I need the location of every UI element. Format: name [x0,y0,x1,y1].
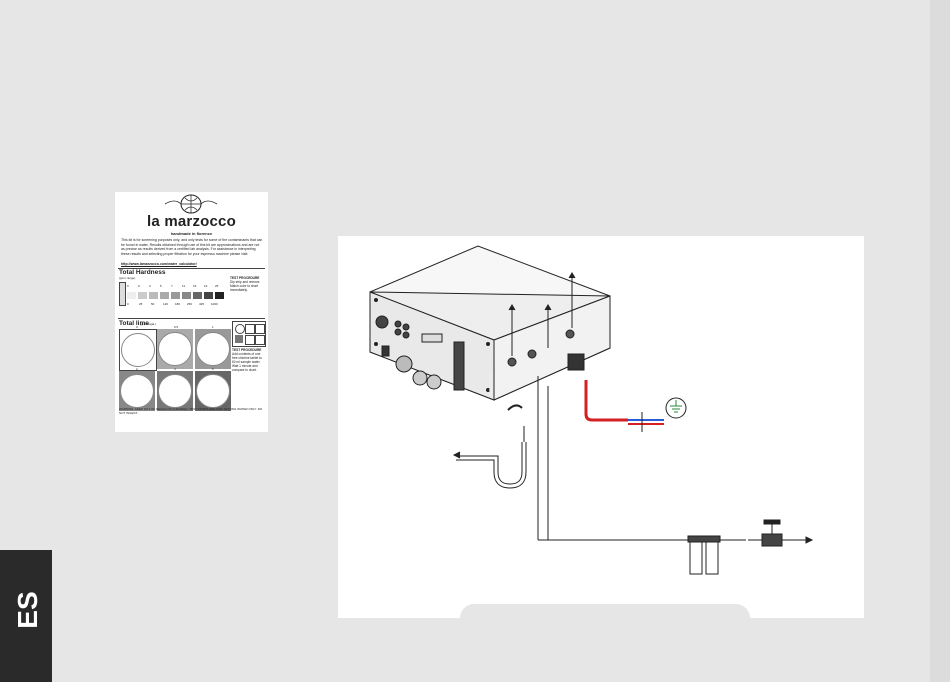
lime-value: 1 [212,325,214,329]
hardness-gpg-value: 0 [138,284,140,288]
hardness-swatch [215,292,224,299]
hardness-ppm-value: 0 [127,302,129,306]
machine-label: marzocco [488,356,496,396]
lime-value: 2 [136,367,138,371]
lime-circle [196,332,230,366]
brand-name: la marzocco [147,213,236,230]
hardness-swatch [160,292,169,299]
lime-swatch [157,371,193,411]
hardness-gpg-value: 25 [215,284,219,288]
lime-swatch [119,329,157,371]
lime-circle [158,374,192,408]
lime-value: 0 [136,325,138,329]
hardness-gpg-value: 3 [149,284,151,288]
hardness-swatch [193,292,202,299]
hardness-swatch [204,292,213,299]
lime-procedure-title: TEST PROCEDURE [232,348,262,352]
installation-diagram-panel: marzocco [338,236,864,618]
hardness-procedure-title: TEST PROCEDURE [230,276,260,280]
hardness-ppm-value: 50 [151,302,155,306]
hardness-swatch [138,292,147,299]
hardness-gpg-value: 7 [171,284,173,288]
lime-swatch [157,329,193,369]
hardness-swatch [171,292,180,299]
hardness-gpg-value: 15 [193,284,197,288]
brand-tagline: handmade in florence [170,231,213,236]
lime-circle [158,332,192,366]
hardness-gpg-value: 5 [160,284,162,288]
lion-logo-icon [164,194,218,214]
hardness-procedure: TEST PROCEDURE Dip strip and remove. Mat… [230,276,266,292]
machine-side-panel [493,295,611,401]
shutoff-valve-icon [761,533,783,547]
water-inlet-connector-icon [507,357,517,367]
lime-title: Total lime [119,320,149,327]
power-switch-icon [381,345,390,357]
lime-subtitle: (grams/gal.) [140,322,157,326]
divider [118,318,265,319]
caption-pill [460,604,750,632]
water-test-card: la marzocco handmade in florence This ki… [115,192,268,432]
water-filter-icon [689,539,703,575]
hardness-subtitle: (ppm range) [119,276,136,280]
hardness-procedure-text: Dip strip and remove. Match color to cha… [230,280,261,292]
lime-swatch [119,371,155,411]
hardness-swatch [127,292,136,299]
power-socket-icon [567,353,585,371]
lime-procedure-text: Add contents of one free chlorine tablet… [232,352,262,372]
tablet-diagram [232,321,266,347]
lime-value: 4 [174,367,176,371]
language-tab[interactable]: ES [0,550,52,682]
right-margin-strip [930,0,950,682]
lime-procedure: TEST PROCEDURE Add contents of one free … [232,348,266,372]
hardness-ppm-value: 25 [139,302,143,306]
lime-circle [120,374,154,408]
lime-value: 6 [212,367,214,371]
hardness-gpg-value: 0 [127,284,129,288]
lime-swatch [195,329,231,369]
language-tab-label: ES [12,591,43,629]
hardness-title: Total Hardness [119,269,166,276]
card-intro: This kit is for screening purposes only,… [121,238,263,256]
main-switch-icon [375,315,389,329]
lime-circle [121,333,155,367]
hardness-swatch [149,292,158,299]
installation-diagram [369,245,814,575]
card-warning: WARNING: KEEP OUT OF REACH OF CHILDREN. … [119,407,263,415]
hardness-ppm-value: 180 [175,302,181,306]
hardness-ppm-value: 250 [187,302,193,306]
hardness-gpg-value: 19 [204,284,208,288]
pressure-gauge-icon [395,355,413,373]
strip-icon [119,282,126,306]
card-url[interactable]: http://www.lamarzocco.com/water_calculat… [121,262,197,266]
lime-value: 0.5 [174,325,179,329]
machine-label-text: marzocco [488,372,494,396]
ground-icon [665,397,687,419]
lime-swatch [195,371,231,411]
hardness-swatch [182,292,191,299]
hardness-gpg-value: 11 [182,284,186,288]
lime-circle [196,374,230,408]
power-cable [584,380,628,422]
divider [118,268,265,269]
hardness-ppm-value: 1000 [211,302,218,306]
hardness-ppm-value: 425 [199,302,205,306]
hardness-ppm-value: 120 [163,302,169,306]
